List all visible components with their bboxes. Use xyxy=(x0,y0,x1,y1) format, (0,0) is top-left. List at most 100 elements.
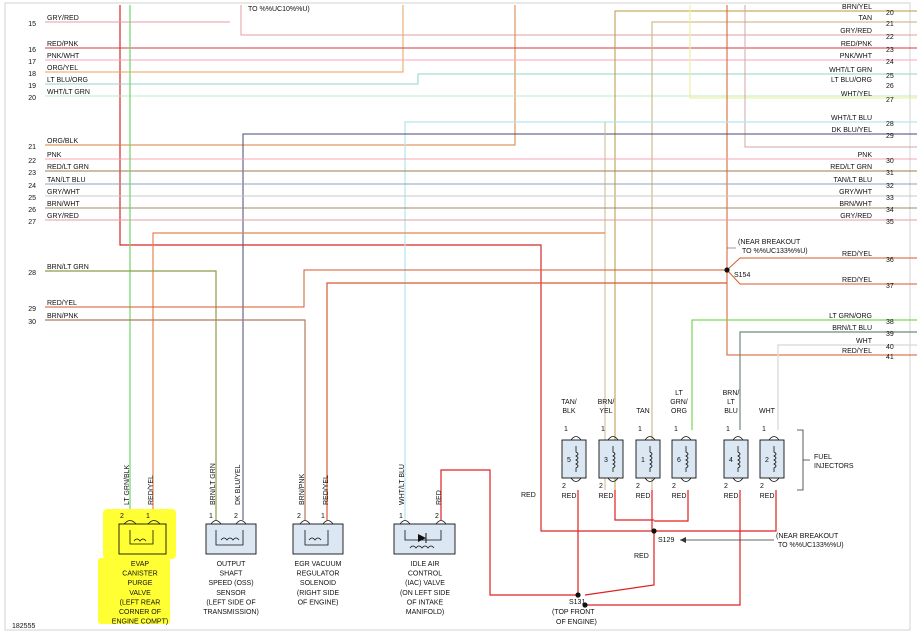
right-pin-number: 21 xyxy=(886,21,894,28)
injector-wire-label: TAN xyxy=(636,408,649,415)
evap-component: LT GRN/BLK RED/YEL 2 1 xyxy=(118,464,167,555)
left-wire-label: BRN/WHT xyxy=(47,201,80,208)
left-wire-label: ORG/BLK xyxy=(47,138,78,145)
egr-component: BRN/PNK RED/YEL 2 1 xyxy=(292,474,344,555)
evap-caption-line: (LEFT REAR xyxy=(120,599,161,606)
red-left-label: RED xyxy=(521,492,536,499)
left-pin-number: 30 xyxy=(28,319,36,326)
oss-caption-line: SPEED (OSS) xyxy=(208,580,253,587)
evap-caption-line: CORNER OF xyxy=(119,609,161,616)
right-wire-label: TAN/LT BLU xyxy=(833,177,872,184)
injector-bottom-wire: RED xyxy=(562,493,577,500)
right-wire-label: BRN/WHT xyxy=(839,201,872,208)
evap-caption-line: PURGE xyxy=(128,580,153,587)
egr-caption-line: EGR VACUUM xyxy=(295,561,342,568)
iac-caption-line: (ON LEFT SIDE xyxy=(400,590,450,597)
oss-wire2: DK BLU/YEL xyxy=(235,464,242,505)
right-pin-number: 30 xyxy=(886,158,894,165)
s131-note1: (TOP FRONT xyxy=(552,609,595,616)
splice-s129-dot xyxy=(651,528,657,534)
right-wire-label: RED/LT GRN xyxy=(830,164,872,171)
wire-org-yel-loop xyxy=(45,5,404,73)
right-pin-number: 38 xyxy=(886,319,894,326)
injector-number: 1 xyxy=(641,457,645,464)
injector-body xyxy=(561,439,587,479)
wire-gry-red-drop xyxy=(744,5,917,148)
left-pin-number: 26 xyxy=(28,207,36,214)
injector-wire-label: GRN/ xyxy=(670,399,688,406)
s129-label: S129 xyxy=(658,537,674,544)
evap-pin1: 2 xyxy=(120,513,124,520)
iac-caption-line: IDLE AIR xyxy=(411,561,440,568)
injector-wire-label: BRN/ xyxy=(723,390,740,397)
injector-body xyxy=(635,439,661,479)
evap-caption-line: CANISTER xyxy=(122,571,157,578)
right-wire-label: WHT xyxy=(856,338,873,345)
wire-org-blk-loop xyxy=(45,5,516,146)
evap-caption-line: VALVE xyxy=(129,590,151,597)
right-wire-label: RED/YEL xyxy=(842,251,872,258)
evap-highlight-top xyxy=(103,509,176,559)
wire-red-yel-egr xyxy=(326,282,727,520)
left-wire-label: PNK xyxy=(47,152,62,159)
s154-note2: TO %%UC133%%U) xyxy=(742,248,808,255)
injector-pin-top: 1 xyxy=(762,426,766,433)
injector-wire-label: LT xyxy=(675,390,683,397)
wire-red-inj6 xyxy=(654,490,689,522)
left-wire-label: LT BLU/ORG xyxy=(47,77,88,84)
left-wire-label: BRN/PNK xyxy=(47,313,78,320)
left-wire-label: TAN/LT BLU xyxy=(47,177,86,184)
right-wire-label: GRY/RED xyxy=(840,28,872,35)
wire-brn-yel-drop xyxy=(614,10,917,490)
injector-wire-label: BLU xyxy=(724,408,738,415)
egr-wire1: BRN/PNK xyxy=(299,474,306,505)
injectors-label1: FUEL xyxy=(814,454,832,461)
right-pin-number: 33 xyxy=(886,195,894,202)
right-pin-number: 34 xyxy=(886,207,894,214)
iac-caption-line: CONTROL xyxy=(408,571,442,578)
wire-ltblu-org xyxy=(45,73,917,85)
s131-label: S131 xyxy=(569,599,585,606)
injector-body xyxy=(598,439,624,479)
injector-wire-label: TAN/ xyxy=(561,399,576,406)
injector-pin-top: 1 xyxy=(564,426,568,433)
injector-pin-top: 1 xyxy=(726,426,730,433)
injector-number: 2 xyxy=(765,457,769,464)
right-wire-label: BRN/LT BLU xyxy=(832,325,872,332)
injector-number: 4 xyxy=(729,457,733,464)
injector-bottom-wire: RED xyxy=(636,493,651,500)
injector-wire-label: LT xyxy=(727,399,735,406)
injector-bracket xyxy=(797,429,810,491)
injector-pin-bottom: 2 xyxy=(636,483,640,490)
left-wire-label: PNK/WHT xyxy=(47,53,80,60)
splice-s131-dot-2 xyxy=(582,602,588,608)
left-pin-number: 29 xyxy=(28,306,36,313)
wire-wht-yel-drop xyxy=(689,5,917,99)
wire-dkblu-yel xyxy=(242,133,917,520)
s131-note2: OF ENGINE) xyxy=(556,619,597,626)
right-wire-label: PNK xyxy=(858,152,873,159)
figure-id: 182555 xyxy=(12,623,35,630)
left-pin-number: 18 xyxy=(28,71,36,78)
left-pin-number: 28 xyxy=(28,270,36,277)
left-wire-label: GRY/WHT xyxy=(47,189,81,196)
injector-number: 6 xyxy=(677,457,681,464)
injector-pin-bottom: 2 xyxy=(724,483,728,490)
injector-number: 5 xyxy=(567,457,571,464)
evap-highlight-bottom xyxy=(98,558,170,624)
injector-pin-top: 1 xyxy=(601,426,605,433)
injector-bottom-wire: RED xyxy=(599,493,614,500)
wire-gry-red-top xyxy=(240,5,917,36)
injector-body xyxy=(671,439,697,479)
right-wire-label: RED/YEL xyxy=(842,348,872,355)
right-pin-number: 24 xyxy=(886,59,894,66)
right-pin-number: 27 xyxy=(886,97,894,104)
iac-wire1: WHT/LT BLU xyxy=(399,464,406,505)
injector-bottom-wire: RED xyxy=(724,493,739,500)
injector-pin-top: 1 xyxy=(638,426,642,433)
right-wire-label: RED/YEL xyxy=(842,277,872,284)
oss-caption-line: SENSOR xyxy=(216,590,246,597)
